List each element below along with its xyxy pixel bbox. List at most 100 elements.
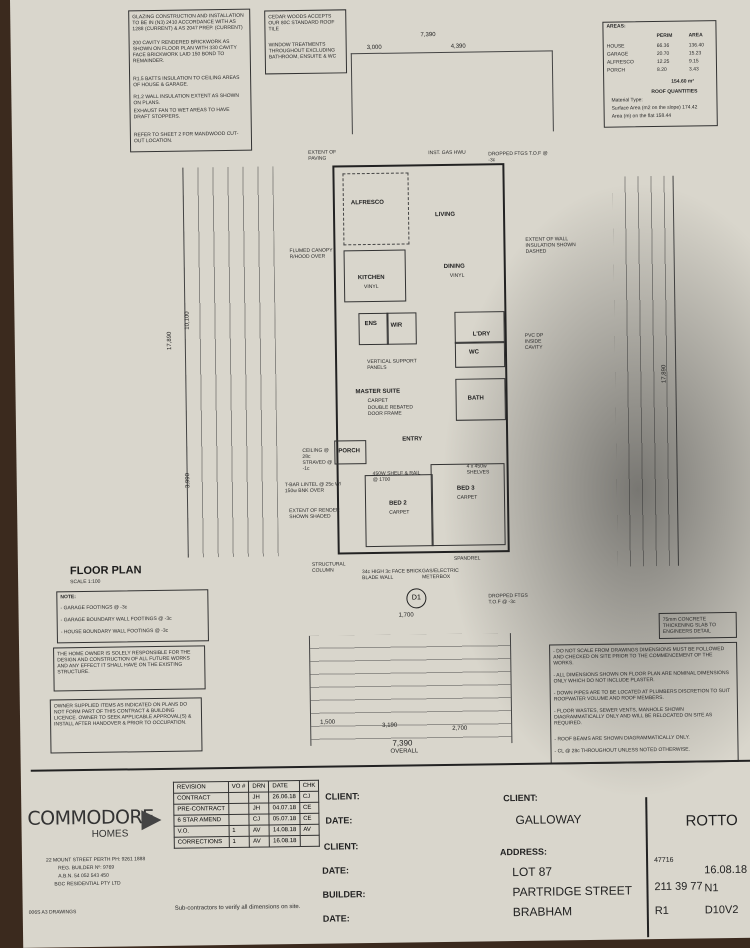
room-bed2: BED 2 — [389, 500, 407, 507]
note-window-treatments: WINDOW TREATMENTS THROUGHOUT EXCLUDING B… — [268, 41, 337, 61]
footing-notes-title: NOTE: — [60, 594, 76, 601]
room-living: LIVING — [435, 211, 456, 219]
rev-header-chk: CHK — [299, 780, 319, 792]
ann-pvc: PVC DP INSIDE CAVITY — [524, 332, 544, 351]
room-wir: WIR — [390, 322, 403, 329]
gen-note-2: - ALL DIMENSIONS SHOWN ON FLOOR PLAN ARE… — [553, 670, 730, 685]
signoff-client-1: CLIENT: — [325, 791, 360, 802]
note-cutout: REFER TO SHEET 2 FOR MANDWOOD CUT-OUT LO… — [133, 130, 239, 145]
room-bath: BATH — [467, 395, 484, 402]
note-cavity: 200 CAVITY RENDERED BRICKWORK AS SHOWN O… — [132, 38, 237, 65]
rev-header-revision: REVISION — [173, 781, 229, 794]
company-code: 006S A3 DRAWINGS — [28, 909, 77, 916]
owner-note-2-text: OWNER SUPPLIED ITEMS AS INDICATED ON PLA… — [53, 701, 192, 728]
room-entry: ENTRY — [402, 436, 423, 443]
room-bed3: BED 3 — [456, 485, 475, 492]
address-suburb: BRABHAM — [512, 904, 573, 920]
client-label: CLIENT: — [503, 792, 538, 804]
address-street: PARTRIDGE STREET — [512, 883, 633, 900]
room-kitchen: KITCHEN — [357, 274, 385, 282]
ann-door-frame: DOUBLE REBATED DOOR FRAME — [367, 404, 413, 418]
ann-dropped-top: DROPPED FTGS T.O.F @ -3c — [488, 150, 548, 164]
room-dining: DINING — [443, 263, 465, 270]
address-lot: LOT 87 — [512, 864, 553, 880]
model-no: 47716 — [654, 856, 674, 865]
floor-plan-scale: SCALE 1:100 — [70, 578, 101, 586]
dim-top-line — [350, 50, 554, 135]
signoff-date-3: DATE: — [322, 913, 350, 924]
plan-sheet: GLAZING CONSTRUCTION AND INSTALLATION TO… — [10, 0, 750, 948]
company-logo: COMMODORE HOMES — [27, 806, 154, 840]
gen-note-3: - DOWN PIPES ARE TO BE LOCATED AT PLUMBE… — [553, 688, 731, 703]
section-marker-d1: D1 — [406, 588, 427, 609]
room-wc: WC — [468, 349, 480, 356]
dim-left-overall: 17,890 — [166, 331, 174, 351]
dim-left-lines — [182, 166, 279, 558]
title-block — [30, 759, 750, 942]
ann-meterbox: GAS/ELECTRIC METERBOX — [421, 567, 459, 581]
dim-bottom-a: 1,500 — [320, 719, 336, 726]
ann-gas: INST. GAS HWU — [428, 149, 466, 157]
ann-spandrel: SPANDREL — [453, 555, 481, 562]
room-ens: ENS — [364, 320, 377, 328]
areas-title: AREAS: — [606, 23, 626, 30]
dim-left-b: 3,990 — [185, 473, 192, 489]
dim-bottom-lines — [308, 633, 513, 746]
slab-note-text: 75mm CONCRETE THICKENING SLAB TO ENGINEE… — [662, 616, 717, 635]
room-bed2-floor: CARPET — [389, 509, 410, 516]
ann-column: STRUCTURAL COLUMN — [311, 561, 346, 574]
model-wind: N1 — [704, 882, 719, 895]
dim-bottom-b: 3,190 — [382, 722, 398, 729]
dim-right-overall: 17,890 — [661, 364, 668, 384]
room-ldry: L'DRY — [472, 331, 491, 338]
ann-vertical-panels: VERTICAL SUPPORT PANELS — [367, 358, 417, 372]
ann-render: EXTENT OF RENDER SHOWN SHADED — [289, 507, 340, 521]
ann-blade-wall: 34c HIGH 3c FACE BRICK BLADE WALL — [361, 568, 422, 582]
dim-top-overall: 7,390 — [420, 32, 436, 39]
signoff-date-2: DATE: — [322, 865, 350, 876]
room-master: MASTER SUITE — [355, 388, 401, 396]
rev-header-drn: DRN — [248, 780, 269, 793]
rev-header-vo: VO # — [228, 781, 249, 793]
gen-note-1: - DO NOT SCALE FROM DRAWINGS DIMENSIONS … — [553, 646, 725, 667]
dim-right-lines — [612, 175, 679, 567]
ann-lintel: T-BAR LINTEL @ 25c W/ 150w BNK OVER — [284, 481, 342, 495]
company-bgc: BGC RESIDENTIAL PTY LTD — [54, 880, 121, 888]
gen-note-4: - FLOOR WASTES, SEWER VENTS, MANHOLE SHO… — [553, 706, 713, 727]
rev-header-date: DATE — [268, 780, 300, 792]
roof-surface: Surface Area (m2 on the slope) 174.42 — [611, 104, 698, 112]
owner-note-1-text: THE HOME OWNER IS SOLELY RESPONSIBLE FOR… — [57, 649, 191, 676]
ann-shelves: 4 x 450w SHELVES — [466, 463, 490, 476]
ann-ceiling: CEILING @ 28c STRAVED @ -1c — [302, 447, 333, 472]
ens-box — [358, 312, 389, 346]
logo-arrow — [141, 809, 162, 831]
client-name: GALLOWAY — [515, 812, 582, 828]
room-alfresco: ALFRESCO — [350, 199, 384, 207]
signoff-date-1: DATE: — [325, 815, 353, 826]
roof-flat: Area (m) on the flat 158.44 — [611, 112, 672, 120]
room-porch: PORCH — [338, 448, 361, 455]
room-bed3-floor: CARPET — [456, 494, 478, 501]
ann-dropped-bottom: DROPPED FTGS T.O.F @ -3c — [488, 592, 528, 606]
signoff-builder: BUILDER: — [322, 889, 366, 900]
ann-canopy: FLUMED CANOPY R/HOOD OVER — [289, 247, 333, 261]
dim-d1: 1,700 — [398, 612, 414, 619]
ann-paving: EXTENT OF PAVING — [308, 149, 337, 162]
ann-insulation-right: EXTENT OF WALL INSULATION SHOWN DASHED — [525, 236, 576, 255]
ann-shelf-rail: 450W SHELF & RAIL @ 1700 — [372, 470, 421, 483]
roof-material: Material Type: — [611, 97, 643, 104]
note-batts: R1.5 BATTS INSULATION TO CEILING AREAS O… — [133, 74, 240, 89]
roof-quantities-title: ROOF QUANTITIES — [651, 88, 698, 96]
dim-bottom-overall-label: OVERALL — [390, 748, 419, 755]
note-exhaust: EXHAUST FAN TO WET AREAS TO HAVE DRAFT S… — [133, 106, 230, 121]
note-wall-insulation: R1.2 WALL INSULATION EXTENT AS SHOWN ON … — [133, 92, 239, 107]
model-map-ref: 211 39 77 — [654, 880, 703, 894]
areas-header-area: AREA — [688, 32, 703, 39]
note-glazing: GLAZING CONSTRUCTION AND INSTALLATION TO… — [132, 12, 244, 33]
address-label: ADDRESS: — [499, 846, 548, 858]
model-name: ROTTO — [685, 811, 738, 830]
room-kitchen-floor: VINYL — [364, 283, 379, 291]
